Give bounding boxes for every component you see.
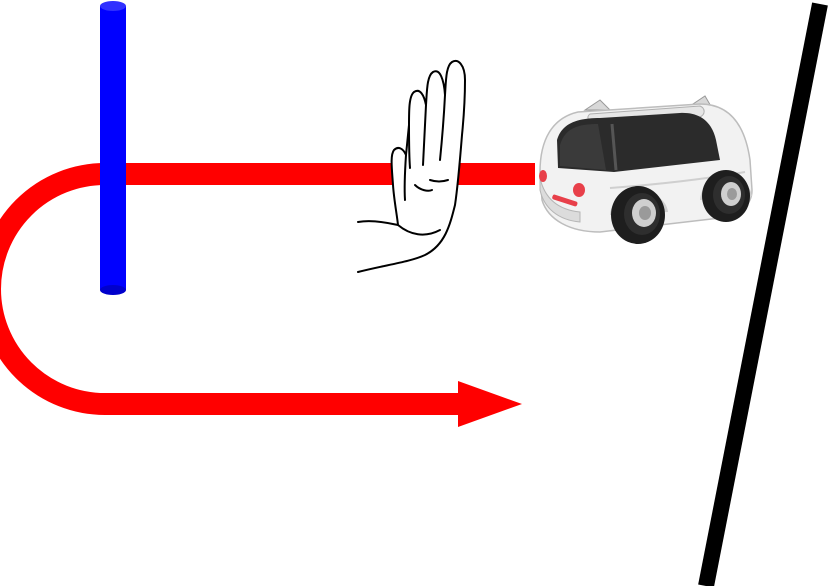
path-line [0, 163, 535, 415]
stop-hand-icon [357, 60, 466, 273]
wall-line-icon [698, 2, 828, 586]
path-arrow-icon [0, 163, 535, 427]
pole-icon [100, 1, 126, 295]
path-arrowhead [458, 381, 522, 427]
robot-car-icon [539, 95, 753, 244]
